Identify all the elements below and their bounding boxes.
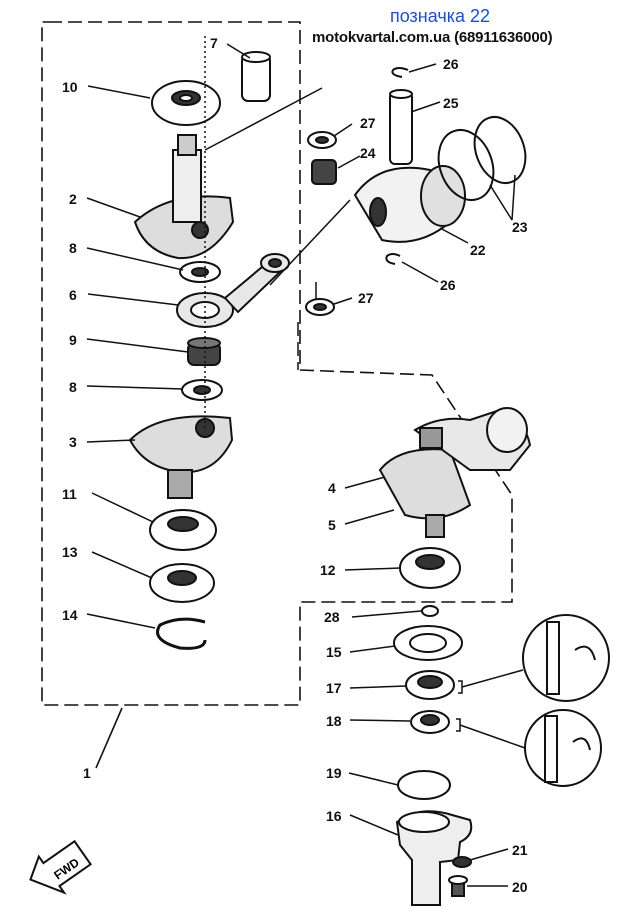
part-11-bearing <box>149 509 217 551</box>
diagram-tag-label: позначка 22 <box>390 6 491 26</box>
part-label-14: 14 <box>62 607 78 623</box>
part-27-washer-lower <box>305 298 335 316</box>
part-6-connecting-rod <box>176 253 290 328</box>
part-3-crank-lower <box>128 415 234 499</box>
source-site-label: motokvartal.com.ua (68911636000) <box>312 29 553 46</box>
part-label-22: 22 <box>470 242 486 258</box>
part-21-washer <box>452 856 472 868</box>
part-18-oil-seal <box>410 710 450 734</box>
part-17-oil-seal <box>405 670 455 700</box>
part-24-needle-bearing <box>311 159 337 185</box>
part-label-12: 12 <box>320 562 336 578</box>
part-15-washer <box>393 625 463 661</box>
part-label-18: 18 <box>326 713 342 729</box>
part-8-washer-lower <box>181 379 223 401</box>
part-label-25: 25 <box>443 95 459 111</box>
part-label-23: 23 <box>512 219 528 235</box>
part-label-4: 4 <box>328 480 336 496</box>
part-label-27a: 27 <box>360 115 376 131</box>
part-label-5: 5 <box>328 517 336 533</box>
part-9-needle-bearing <box>187 337 221 366</box>
part-label-8b: 8 <box>69 379 77 395</box>
part-2-crank-upper <box>133 134 235 260</box>
leader-1 <box>95 707 123 769</box>
leader-lines <box>86 36 526 887</box>
part-label-6: 6 <box>69 287 77 303</box>
part-label-16: 16 <box>326 808 342 824</box>
assembly-border-crankshaft <box>41 21 513 706</box>
part-12-bearing <box>399 547 461 589</box>
part-14-circlip <box>156 617 207 650</box>
part-25-piston-pin <box>389 89 413 165</box>
seal-detail-view-top <box>522 614 610 702</box>
part-16-housing <box>395 810 473 906</box>
part-label-9: 9 <box>69 332 77 348</box>
part-7-pin <box>241 51 271 102</box>
part-23-piston-rings <box>437 116 527 201</box>
part-13-bearing <box>149 563 215 603</box>
part-22-piston <box>353 165 466 243</box>
part-19-o-ring <box>397 770 451 800</box>
fwd-direction-arrow <box>29 839 92 895</box>
part-27-washer-upper <box>307 131 337 149</box>
part-26-clip-upper <box>391 67 409 78</box>
part-label-8a: 8 <box>69 240 77 256</box>
part-label-2: 2 <box>69 191 77 207</box>
part-10-bearing <box>151 80 221 126</box>
part-number-labels: 1 2 3 4 5 6 7 8 8 9 10 11 12 13 14 15 16… <box>62 35 528 895</box>
part-label-1: 1 <box>83 765 91 781</box>
part-label-26b: 26 <box>440 277 456 293</box>
part-label-11: 11 <box>62 486 77 502</box>
part-label-27b: 27 <box>358 290 374 306</box>
seal-detail-view-bottom <box>524 709 602 787</box>
part-label-17: 17 <box>326 680 342 696</box>
part-label-7: 7 <box>210 35 218 51</box>
part-28-o-ring <box>421 605 439 617</box>
part-8-washer-upper <box>179 261 221 283</box>
part-20-bolt <box>448 875 468 897</box>
part-label-21: 21 <box>512 842 528 858</box>
part-label-28: 28 <box>324 609 340 625</box>
part-label-3: 3 <box>69 434 77 450</box>
part-label-15: 15 <box>326 644 342 660</box>
part-label-13: 13 <box>62 544 78 560</box>
part-label-20: 20 <box>512 879 528 895</box>
part-label-24: 24 <box>360 145 376 161</box>
part-26-clip-lower <box>385 253 401 265</box>
part-4-5-crank-assembly <box>378 407 532 538</box>
part-label-10: 10 <box>62 79 78 95</box>
part-label-19: 19 <box>326 765 342 781</box>
part-label-26a: 26 <box>443 56 459 72</box>
